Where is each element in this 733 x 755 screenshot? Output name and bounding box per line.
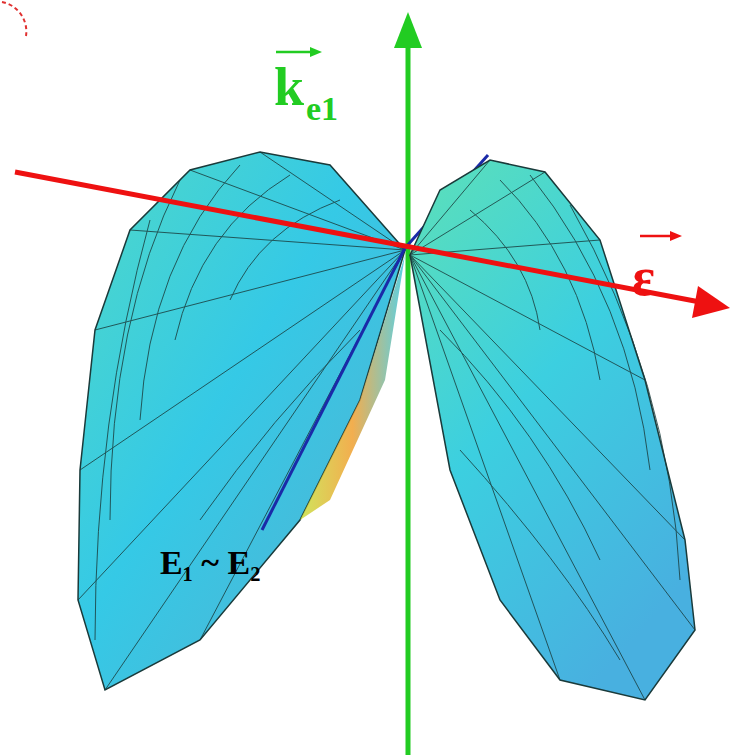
k-arrowhead [394, 12, 422, 48]
vector-symbol: k [274, 60, 304, 114]
energy-condition: E₁ ~ E₂ [160, 546, 260, 580]
vector-arrow [310, 47, 322, 57]
blue-axis [262, 248, 405, 530]
vector-arrow [276, 51, 312, 54]
polarization-axis [15, 172, 700, 302]
vector-subscript: e1 [306, 92, 338, 126]
circle-fragment [2, 2, 26, 36]
k-axis [406, 45, 411, 755]
polarization-arrowhead [692, 286, 730, 318]
left-lobe [78, 152, 405, 690]
vector-arrow [670, 231, 682, 241]
vector-symbol: ε [632, 250, 655, 304]
vector-arrow [640, 235, 672, 238]
right-lobe [410, 160, 695, 700]
